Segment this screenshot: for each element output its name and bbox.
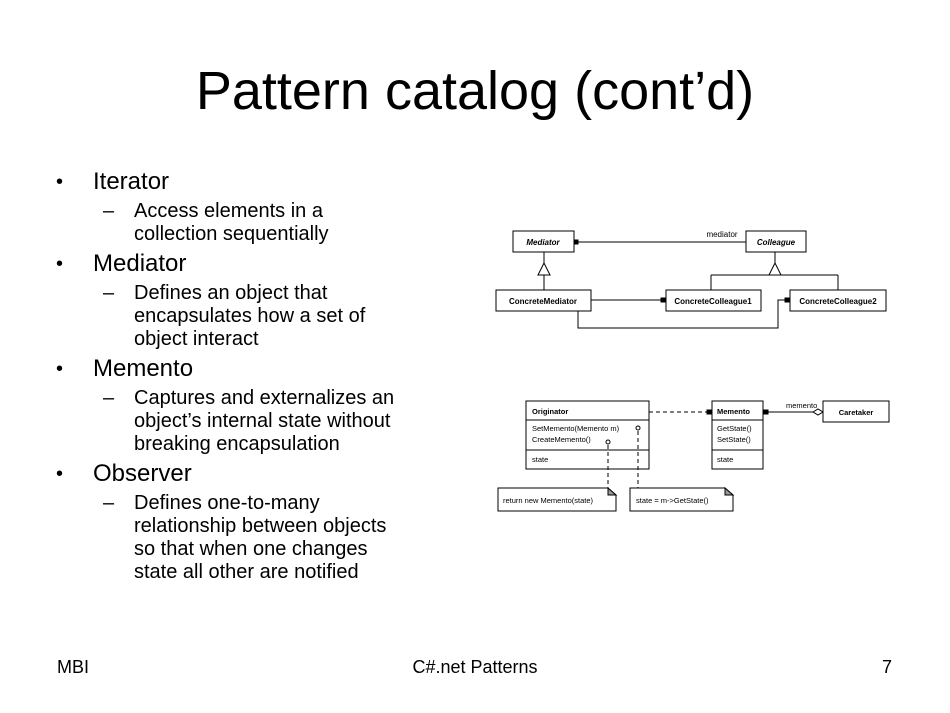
- note-text: state = m->GetState(): [636, 496, 709, 505]
- sub-bullet: – Defines one-to-many relationship betwe…: [56, 492, 456, 584]
- mediator-class-name: Mediator: [526, 238, 560, 247]
- sub-bullet-line: encapsulates how a set of: [134, 305, 366, 327]
- caretaker-class-box: [822, 400, 890, 423]
- note-anchor-icon: [635, 425, 641, 431]
- bullet-list: • Iterator – Access elements in a collec…: [56, 168, 456, 588]
- sub-bullet-line: relationship between objects: [134, 515, 387, 537]
- memento-class-name: Memento: [717, 407, 750, 416]
- originator-class-box: [525, 400, 650, 470]
- note-fold-icon: [724, 486, 735, 496]
- sub-bullet-line: Defines an object that: [134, 282, 328, 304]
- sub-bullet: – Access elements in a collection sequen…: [56, 200, 456, 246]
- footer-author: MBI: [57, 657, 90, 677]
- concrete-colleague2-box: [789, 289, 887, 312]
- sub-bullet-line: breaking encapsulation: [134, 433, 340, 455]
- sub-bullet-line: state all other are notified: [134, 561, 359, 583]
- concrete-colleague1-box: [665, 289, 762, 312]
- dash-icon: –: [103, 282, 115, 304]
- association-line: [577, 299, 790, 329]
- sub-bullet-line: Captures and externalizes an: [134, 387, 395, 409]
- memento-class-box: [711, 400, 764, 470]
- dash-icon: –: [103, 200, 115, 222]
- colleague-class-name: Colleague: [757, 238, 796, 247]
- bullet-icon: •: [56, 253, 64, 275]
- association-label: mediator: [706, 230, 737, 239]
- footer-title: C#.net Patterns: [412, 657, 538, 677]
- concrete-colleague2-name: ConcreteColleague2: [799, 297, 877, 306]
- colleague-class-box: [745, 230, 807, 253]
- originator-attribute: state: [532, 455, 548, 464]
- concrete-colleague1-name: ConcreteColleague1: [674, 297, 752, 306]
- page-number: 7: [881, 657, 892, 677]
- association-label: memento: [786, 401, 817, 410]
- association-arrowhead-icon: [762, 409, 769, 415]
- note-box: [629, 487, 734, 512]
- bullet-label: Memento: [93, 355, 194, 382]
- sub-bullet-line: Defines one-to-many: [134, 492, 320, 514]
- sub-bullet-line: collection sequentially: [134, 223, 329, 245]
- bullet-observer: • Observer: [56, 460, 456, 488]
- dependency-arrowhead-icon: [706, 409, 713, 415]
- originator-method: SetMemento(Memento m): [532, 424, 620, 433]
- bullet-icon: •: [56, 171, 64, 193]
- bullet-label: Iterator: [93, 168, 170, 195]
- note-anchor-icon: [605, 439, 611, 445]
- bullet-label: Observer: [93, 460, 192, 487]
- sub-bullet-line: object’s internal state without: [134, 410, 391, 432]
- mediator-class-box: [512, 230, 575, 253]
- concrete-mediator-name: ConcreteMediator: [509, 297, 577, 306]
- note-text: return new Memento(state): [503, 496, 594, 505]
- caretaker-class-name: Caretaker: [839, 408, 874, 417]
- dash-icon: –: [103, 492, 115, 514]
- bullet-iterator: • Iterator: [56, 168, 456, 196]
- note-fold-icon: [607, 486, 618, 496]
- bullet-mediator: • Mediator: [56, 250, 456, 278]
- concrete-mediator-box: [495, 289, 592, 312]
- bullet-label: Mediator: [93, 250, 187, 277]
- memento-attribute: state: [717, 455, 733, 464]
- slide-title: Pattern catalog (cont’d): [195, 61, 755, 121]
- originator-class-name: Originator: [532, 407, 568, 416]
- sub-bullet: – Captures and externalizes an object’s …: [56, 387, 456, 456]
- originator-method: CreateMemento(): [532, 435, 591, 444]
- memento-method: GetState(): [717, 424, 752, 433]
- sub-bullet-line: so that when one changes: [134, 538, 368, 560]
- note-box: [497, 487, 617, 512]
- memento-method: SetState(): [717, 435, 751, 444]
- sub-bullet: – Defines an object that encapsulates ho…: [56, 282, 456, 351]
- sub-bullet-line: Access elements in a: [134, 200, 323, 222]
- bullet-icon: •: [56, 358, 64, 380]
- bullet-memento: • Memento: [56, 355, 456, 383]
- sub-bullet-line: object interact: [134, 328, 259, 350]
- dash-icon: –: [103, 387, 115, 409]
- bullet-icon: •: [56, 463, 64, 485]
